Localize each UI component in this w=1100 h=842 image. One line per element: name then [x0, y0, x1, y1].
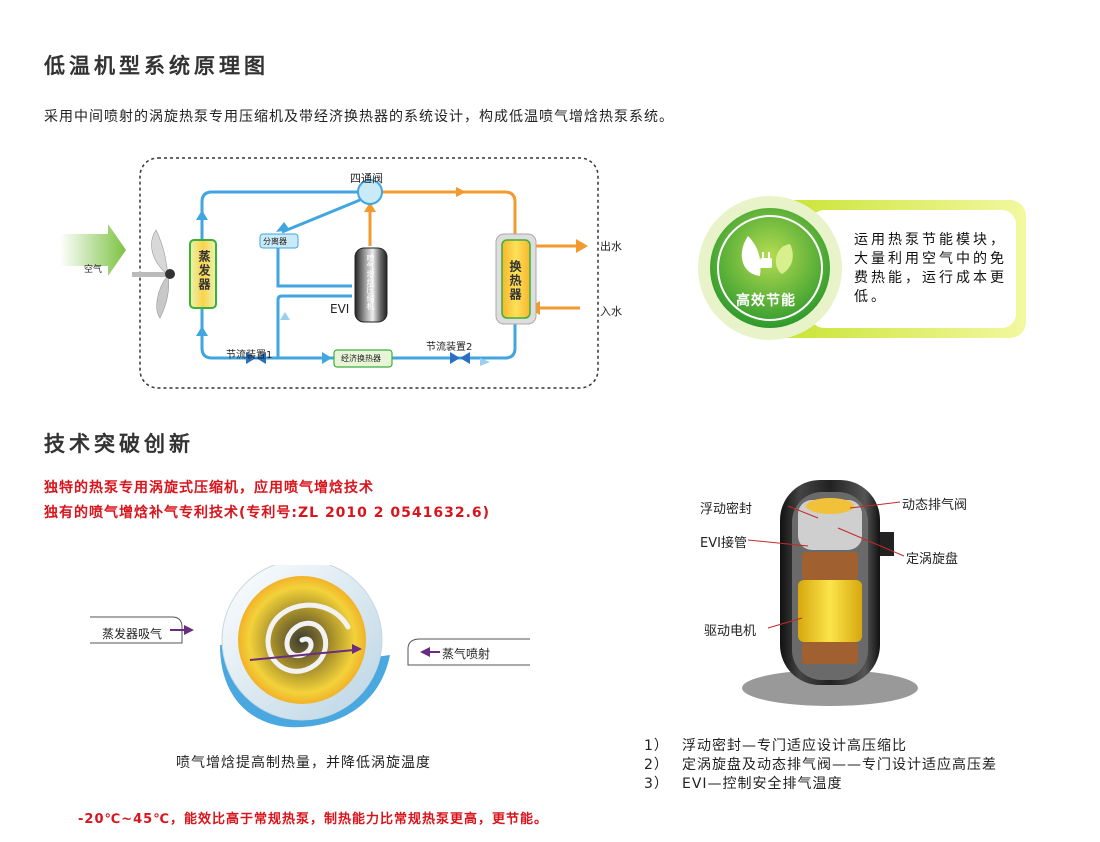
- footer-note: -20℃~45℃，能效比高于常规热泵，制热能力比常规热泵更高，更节能。: [78, 812, 548, 827]
- throttle-valve-2: [450, 352, 470, 364]
- fixed-scroll-label: 定涡旋盘: [906, 552, 959, 567]
- motor-label: 驱动电机: [704, 624, 757, 639]
- injection-label: 蒸气喷射: [442, 647, 491, 661]
- economizer-box: [333, 349, 393, 368]
- separator-label: 分离器: [263, 237, 287, 246]
- injection-inlet: [407, 638, 530, 666]
- feature-item: 1）浮动密封—专门适应设计高压缩比: [644, 738, 907, 754]
- evi-port-label: EVI接管: [700, 536, 747, 551]
- suction-label: 蒸发器吸气: [102, 627, 163, 641]
- dynamic-valve-label: 动态排气阀: [902, 498, 968, 513]
- water-out-label: 出水: [600, 240, 622, 253]
- orange-arrows: [364, 187, 588, 315]
- scroll-svg: [90, 559, 530, 728]
- section-title-innovation: 技术突破创新: [44, 432, 194, 456]
- red-line-1: 独特的热泵专用涡旋式压缩机，应用喷气增焓技术: [44, 480, 374, 496]
- compressor-cutaway-svg: [742, 480, 918, 706]
- economizer-label: 经济换热器: [341, 354, 381, 363]
- air-arrow: [60, 224, 126, 276]
- separator-box: [259, 233, 299, 249]
- heat-exchanger-label: 换热器: [508, 260, 522, 302]
- floating-seal-label: 浮动密封: [700, 502, 753, 517]
- feature-item: 2）定涡旋盘及动态排气阀——专门设计适应高压差: [644, 757, 997, 773]
- compressor-cutaway: 浮动密封 EVI接管 动态排气阀 定涡旋盘 驱动电机: [690, 478, 980, 713]
- system-diagram-svg: [60, 157, 599, 389]
- evi-label: EVI: [330, 302, 350, 316]
- pointer-lines: [747, 501, 905, 629]
- intro-text: 采用中间喷射的涡旋热泵专用压缩机及带经济换热器的系统设计，构成低温喷气增焓热泵系…: [44, 109, 674, 125]
- water-in-label: 入水: [600, 305, 622, 318]
- section-title-system: 低温机型系统原理图: [44, 54, 269, 78]
- evaporator-box: [189, 239, 217, 309]
- orange-pipes: [368, 190, 580, 310]
- system-diagram: 空气 蒸发器 四通阀 分离器 喷气增焓压缩机 EVI 换热器 出水 入水 节流装…: [0, 150, 660, 400]
- leaf-plug-icon: [741, 236, 793, 276]
- red-line-2: 独有的喷气增焓补气专利技术(专利号:ZL 2010 2 0541632.6): [44, 505, 491, 521]
- compressor-label: 喷气增焓压缩机: [366, 254, 375, 310]
- feature-item: 3）EVI—控制安全排气温度: [644, 776, 843, 792]
- hint-arrows: [280, 312, 490, 366]
- energy-badge: 高效节能 运用热泵节能模块，大量利用空气中的免费热能，运行成本更低。: [690, 196, 1030, 341]
- scroll-illustration: 蒸发器吸气 蒸气喷射: [90, 559, 530, 735]
- throttle2-label: 节流装置2: [426, 342, 473, 353]
- heat-exchanger-box: [501, 239, 531, 319]
- suction-inlet: [90, 616, 194, 644]
- blue-arrows: [196, 210, 332, 364]
- compressor-body: [354, 247, 388, 323]
- throttle-valve-1: [246, 352, 266, 364]
- scroll-caption: 喷气增焓提高制热量，并降低涡旋温度: [176, 755, 431, 771]
- fan-icon: [132, 229, 175, 319]
- feature-list: 1）浮动密封—专门适应设计高压缩比 2）定涡旋盘及动态排气阀——专门设计适应高压…: [644, 737, 997, 794]
- blue-pipes: [200, 190, 517, 360]
- throttle1-label: 节流装置1: [226, 350, 273, 361]
- badge-label: 高效节能: [736, 293, 796, 309]
- four-way-valve-label: 四通阀: [350, 172, 383, 185]
- energy-badge-svg: [698, 196, 1026, 340]
- four-way-valve: [357, 179, 383, 205]
- evaporator-label: 蒸发器: [197, 250, 211, 292]
- air-label: 空气: [84, 265, 103, 275]
- badge-text: 运用热泵节能模块，大量利用空气中的免费热能，运行成本更低。: [854, 232, 1007, 305]
